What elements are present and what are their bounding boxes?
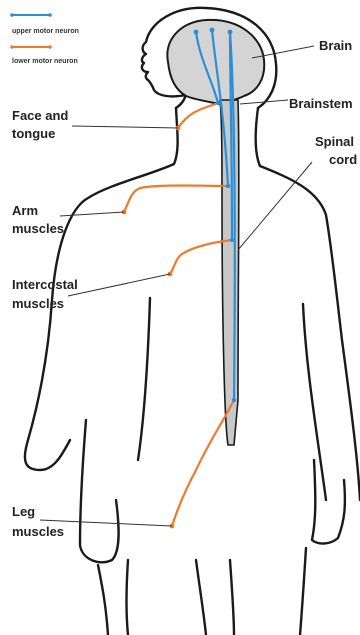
label-face-line2: tongue (12, 126, 55, 141)
junction-dot-leg (232, 398, 236, 402)
upper-neuron-dot-2 (210, 28, 215, 33)
label-intercostal-line2: muscles (12, 296, 64, 311)
label-leg-line1: Leg (12, 504, 35, 519)
spinal-cord (220, 100, 239, 445)
legend-upper-dot-right (48, 13, 52, 17)
legend-upper-label: upper motor neuron (12, 28, 79, 35)
outer-leg-right (300, 548, 306, 635)
label-face-line1: Face and (12, 108, 68, 123)
label-spinal-cord-line2: cord (329, 152, 357, 167)
upper-neuron-dot-1 (194, 30, 199, 35)
label-leg-line2: muscles (12, 524, 64, 539)
left-leg-outline (80, 420, 119, 562)
label-arm-line2: muscles (12, 221, 64, 236)
legend-lower-dot-right (48, 45, 52, 49)
leader-face (72, 126, 178, 128)
junction-dot-intercostal (230, 238, 234, 242)
inner-leg-left (196, 560, 206, 635)
left-arm-inner (138, 298, 150, 460)
lower-neuron-leg (172, 400, 234, 526)
label-intercostal-line1: Intercostal (12, 277, 78, 292)
leader-spinal-cord (238, 162, 312, 250)
label-brainstem: Brainstem (289, 96, 353, 111)
label-spinal-cord-line1: Spinal (315, 134, 354, 149)
legend-lower-label: lower motor neuron (12, 58, 78, 65)
legend: upper motor neuron lower motor neuron (10, 13, 79, 65)
lower-motor-neurons (124, 103, 234, 526)
junction-dot-arm (226, 184, 230, 188)
outer-leg-left (127, 560, 129, 635)
inner-leg-right (230, 560, 234, 635)
left-leg-lower (98, 565, 108, 635)
leader-arm (60, 212, 124, 216)
right-hand-outline (312, 460, 345, 544)
lower-neuron-face (178, 103, 218, 128)
label-brain: Brain (319, 38, 352, 53)
lower-neuron-arm (124, 186, 228, 213)
legend-lower-dot-left (10, 45, 14, 49)
leader-intercostal (68, 274, 170, 296)
legend-upper-dot-left (10, 13, 14, 17)
label-arm-line1: Arm (12, 203, 38, 218)
junction-dot-face (216, 101, 220, 105)
upper-neuron-dot-3 (228, 30, 233, 35)
